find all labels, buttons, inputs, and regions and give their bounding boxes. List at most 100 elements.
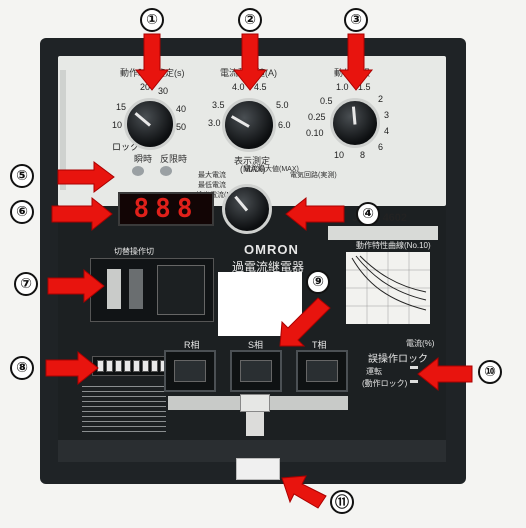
dial3-tick: 10 — [334, 150, 345, 160]
dial1-tick: 50 — [176, 122, 187, 132]
dip-switch[interactable] — [115, 360, 122, 372]
callout-10: ⑩ — [478, 360, 502, 384]
current-setting-dial[interactable] — [222, 98, 276, 152]
phase-label: T相 — [312, 340, 327, 350]
callout-3: ③ — [344, 8, 368, 32]
selector-label: 電気回路(実測) — [290, 172, 337, 179]
selector-label: 最大電流 — [198, 172, 226, 179]
phase-t-terminal — [296, 350, 348, 392]
lock-title: 誤操作ロック — [368, 354, 428, 365]
lock-item: (動作ロック) — [362, 379, 408, 388]
maker-plate — [328, 226, 438, 240]
dip-switch[interactable] — [97, 360, 104, 372]
dial3-tick: 0.5 — [320, 96, 333, 106]
display-selector-knob[interactable] — [222, 184, 272, 234]
graph-curves — [346, 252, 430, 324]
switch-window — [157, 265, 205, 315]
dial3-tick: 2 — [378, 94, 384, 104]
phase-s-terminal — [230, 350, 282, 392]
phase-label: S相 — [248, 340, 264, 350]
arrow-7 — [47, 268, 105, 304]
callout-4: ④ — [356, 202, 380, 226]
time-multiplier-dial[interactable] — [330, 98, 380, 148]
draw-out-tab[interactable] — [236, 458, 280, 480]
dial1-tick: 30 — [158, 86, 169, 96]
selector-label: 最低電流 — [198, 182, 226, 189]
dial1-tick: 20 — [140, 82, 151, 92]
operating-time-dial[interactable] — [124, 98, 176, 150]
dip-switch[interactable] — [142, 360, 149, 372]
callout-2: ② — [238, 8, 262, 32]
led-display: 888 — [118, 192, 214, 226]
dial2-tick: 5.0 — [276, 100, 289, 110]
dial1-mode: 瞬時 — [134, 154, 153, 164]
arrow-3 — [338, 33, 374, 91]
characteristic-graph — [346, 252, 430, 324]
dial3-tick: 6 — [378, 142, 384, 152]
callout-9: ⑨ — [306, 270, 330, 294]
dip-switch-bank — [92, 356, 172, 376]
dial3-tick: 1.0 — [336, 82, 349, 92]
dip-switch[interactable] — [133, 360, 140, 372]
side-slat — [60, 70, 66, 190]
dial1-tick: 15 — [116, 102, 127, 112]
bottom-rail — [58, 440, 446, 462]
dip-legend — [82, 382, 166, 432]
lock-tick — [410, 366, 418, 369]
dial2-tick: 4.5 — [254, 82, 267, 92]
arrow-4 — [285, 196, 345, 232]
arrow-5 — [57, 161, 115, 193]
arrow-1 — [134, 33, 170, 91]
dial3-tick: 1.5 — [358, 82, 371, 92]
dip-switch[interactable] — [151, 360, 158, 372]
graph-title: 動作特性曲線(No.10) — [356, 241, 431, 250]
slider-stem — [246, 412, 264, 436]
dial1-tick: ロック — [112, 142, 140, 152]
mode-indicator — [132, 166, 144, 176]
dial2-tick: 3.0 — [208, 118, 221, 128]
lock-tick — [410, 380, 418, 383]
dial3-tick: 4 — [384, 126, 390, 136]
callout-11: ⑪ — [330, 490, 354, 514]
label-sticker — [218, 272, 302, 336]
dial2-tick: 3.5 — [212, 100, 225, 110]
toggle-switch[interactable] — [107, 269, 121, 309]
callout-7: ⑦ — [14, 272, 38, 296]
dial2-tick: 4.0 — [232, 82, 245, 92]
dial3-tick: 3 — [384, 110, 390, 120]
test-slider-handle[interactable] — [240, 394, 270, 412]
lock-switch-label: 切替操作切 — [114, 247, 154, 256]
toggle-switch[interactable] — [129, 269, 143, 309]
callout-8: ⑧ — [10, 356, 34, 380]
dial2-sub: (MAX) — [240, 164, 266, 174]
dial2-tick: 6.0 — [278, 120, 291, 130]
arrow-8 — [45, 350, 99, 386]
dial1-tick: 10 — [112, 120, 123, 130]
arrow-6 — [51, 196, 113, 232]
dial3-tick: 0.10 — [306, 128, 324, 138]
selector-label: 電流最大値(MAX) — [244, 166, 299, 173]
dip-switch[interactable] — [124, 360, 131, 372]
dial3-tick: 0.25 — [308, 112, 326, 122]
arrow-11 — [281, 475, 327, 509]
dial1-tick: 40 — [176, 104, 187, 114]
graph-xlabel: 電流(%) — [406, 339, 435, 348]
arrow-9 — [279, 297, 331, 347]
selector-label: 検出電流(MAX) — [196, 192, 244, 199]
callout-1: ① — [140, 8, 164, 32]
mode-indicator — [160, 166, 172, 176]
phase-label: R相 — [184, 340, 200, 350]
dial3-tick: 8 — [360, 150, 366, 160]
dip-switch[interactable] — [106, 360, 113, 372]
phase-r-terminal — [164, 350, 216, 392]
arrow-10 — [417, 356, 473, 392]
dial2-label: 表示測定 — [234, 156, 271, 166]
brand-logo: OMRON — [244, 242, 299, 257]
relay-name: 過電流継電器 — [232, 260, 305, 274]
switch-block — [90, 258, 214, 322]
callout-5: ⑤ — [10, 164, 34, 188]
lock-item: 運転 — [366, 367, 382, 376]
dial1-mode: 反限時 — [160, 154, 188, 164]
arrow-2 — [232, 33, 268, 91]
